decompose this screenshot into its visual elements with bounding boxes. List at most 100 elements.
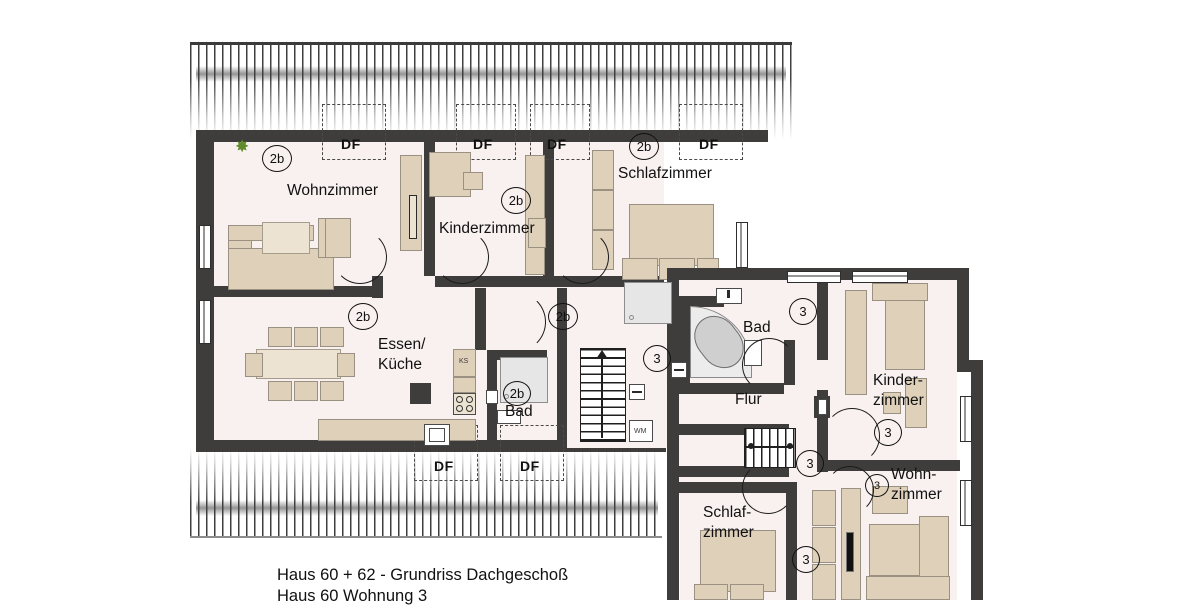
kitchen-fridge bbox=[453, 349, 476, 377]
armchair-left-arm bbox=[318, 218, 326, 258]
dining-chair-b3 bbox=[320, 381, 344, 401]
plant-icon: ✸ bbox=[235, 137, 250, 156]
dining-chair-r bbox=[337, 353, 355, 377]
bed-pillow-schlaf-right-l bbox=[694, 584, 728, 600]
sink-tap-bad-right bbox=[727, 290, 730, 298]
stair-flur-dot-l bbox=[748, 443, 754, 449]
wall-bad-right-vert bbox=[679, 296, 690, 386]
dining-chair-t2 bbox=[294, 327, 318, 347]
bed-double-schlaf-left bbox=[629, 204, 714, 266]
door-symbol-stair-mark bbox=[632, 391, 642, 393]
window-bad-right-top bbox=[787, 271, 841, 283]
unit-marker-essen-kueche: 2b bbox=[348, 303, 378, 330]
label-kinderzimmer-left: Kinderzimmer bbox=[439, 220, 535, 237]
wall-schlaf-right-top bbox=[679, 482, 789, 493]
roof-window-top-3 bbox=[530, 104, 590, 160]
label-flur: Flur bbox=[735, 391, 762, 408]
roof-hatching-bottom bbox=[190, 448, 662, 538]
door-arc-kinderzimmer-left bbox=[435, 230, 489, 284]
roof-window-bottom-2 bbox=[500, 425, 564, 481]
sofa-wohn-right bbox=[869, 524, 921, 576]
shower-drain-bad-right bbox=[629, 315, 634, 320]
window-schlafzimmer-right bbox=[736, 222, 748, 268]
wall-flur-right-vert2 bbox=[817, 390, 828, 472]
label-schlafzimmer-left: Schlafzimmer bbox=[618, 165, 712, 182]
washing-machine-label: WM bbox=[634, 428, 647, 435]
kitchen-sink-basin bbox=[429, 428, 445, 442]
unit-marker-kitchen-right: 2b bbox=[548, 303, 578, 330]
caption-line-2: Haus 60 Wohnung 3 bbox=[277, 587, 428, 605]
stove-burner-3 bbox=[456, 405, 463, 412]
door-arc-bad-right bbox=[742, 338, 796, 392]
door-arc-kinderzimmer-right bbox=[824, 408, 880, 464]
wall-left-mid-horizontal-b bbox=[372, 276, 383, 298]
wall-schlaf-right-vert bbox=[786, 482, 797, 600]
roof-edge-top bbox=[190, 42, 792, 45]
wall-kinderzimmer-schlafzimmer bbox=[543, 142, 554, 276]
unit-marker-bad-left: 2b bbox=[503, 381, 531, 406]
dining-chair-b2 bbox=[294, 381, 318, 401]
stove-burner-2 bbox=[466, 396, 473, 403]
stair-flur-rail bbox=[746, 446, 794, 448]
wall-wohnzimmer-kinderzimmer bbox=[424, 142, 435, 276]
shelf-kinder-left bbox=[528, 218, 546, 248]
caption-line-1: Haus 60 + 62 - Grundriss Dachgeschoß bbox=[277, 566, 569, 584]
wall-left-outer-vertical bbox=[196, 130, 214, 452]
label-kueche: Küche bbox=[378, 356, 422, 373]
bed-kinder-left bbox=[525, 155, 545, 275]
stove-burner-4 bbox=[466, 405, 473, 412]
bed-pillow-left bbox=[622, 258, 658, 280]
roof-ridge-top bbox=[196, 66, 786, 82]
wall-left-top bbox=[196, 130, 768, 142]
kitchen-counter-mid bbox=[453, 377, 476, 393]
label-schlafzimmer-right-l2: zimmer bbox=[703, 524, 754, 541]
label-bad-left: Bad bbox=[505, 403, 533, 420]
pillar-essen bbox=[410, 383, 431, 404]
label-wohnzimmer-right-l2: zimmer bbox=[891, 486, 942, 503]
label-kinderzimmer-right-l1: Kinder- bbox=[873, 372, 923, 389]
unit-marker-kinderzimmer-right: 3 bbox=[874, 419, 902, 446]
roof-window-label-2: DF bbox=[473, 136, 493, 152]
sofa-long-left bbox=[228, 248, 334, 290]
shelf-wohn-right-c bbox=[812, 564, 836, 600]
wall-left-mid-horizontal-a bbox=[214, 286, 380, 297]
roof-window-label-1: DF bbox=[341, 136, 361, 152]
unit-marker-wohnzimmer-left: 2b bbox=[262, 145, 292, 172]
unit-marker-kinderzimmer-left: 2b bbox=[501, 187, 531, 214]
wall-flur-right-vert bbox=[817, 280, 828, 360]
bed-kinder-right bbox=[885, 290, 925, 370]
door-arc-wohnzimmer-left bbox=[333, 230, 387, 284]
window-kinderzimmer-right bbox=[960, 396, 972, 442]
wardrobe-schlaf-left-b bbox=[592, 190, 614, 230]
label-bad-right: Bad bbox=[743, 319, 771, 336]
washing-machine bbox=[629, 420, 653, 442]
roof-window-top-4 bbox=[679, 104, 743, 160]
sofa-arm2-wohn-right bbox=[866, 576, 950, 600]
wall-flur-lower-horizontal bbox=[679, 424, 789, 435]
roof-window-label-4: DF bbox=[699, 136, 719, 152]
dining-chair-t1 bbox=[268, 327, 292, 347]
roof-window-label-5: DF bbox=[434, 458, 454, 474]
dining-table bbox=[256, 349, 341, 379]
wardrobe-schlaf-left-a bbox=[592, 150, 614, 190]
stair-arrow-head bbox=[596, 350, 608, 359]
unit-marker-schlafzimmer-right: 3 bbox=[792, 546, 820, 573]
stair-up-arrow bbox=[601, 352, 603, 438]
stair-flur-dot-r bbox=[787, 443, 793, 449]
dining-chair-t3 bbox=[320, 327, 344, 347]
stove-burner-1 bbox=[456, 396, 463, 403]
bed-head-kinder-right bbox=[872, 283, 928, 301]
label-kinderzimmer-right-l2: zimmer bbox=[873, 392, 924, 409]
coffee-table-left bbox=[262, 222, 310, 254]
tv-strip-kinder-left bbox=[409, 195, 417, 239]
sofa-arm-wohn-right bbox=[919, 516, 949, 582]
door-bad-left-leaf bbox=[486, 390, 498, 404]
door-arc-bad-left bbox=[486, 292, 546, 352]
roof-window-top-1 bbox=[322, 104, 386, 160]
label-essen: Essen/ bbox=[378, 336, 426, 353]
label-wohnzimmer-right-l1: Wohn- bbox=[891, 466, 937, 483]
staircase-main bbox=[580, 348, 626, 442]
roof-hatching-top bbox=[190, 42, 792, 140]
tv-wohn-right bbox=[846, 532, 854, 572]
